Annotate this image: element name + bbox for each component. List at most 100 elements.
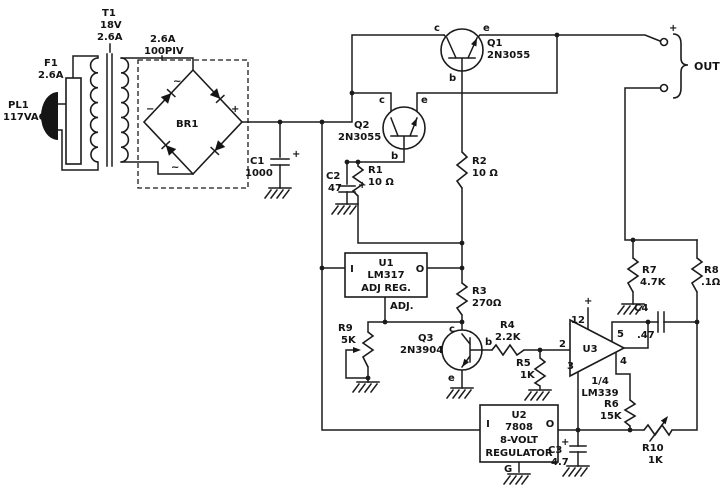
plug-pl1: PL1 117VAC <box>3 92 58 140</box>
cap-plates <box>338 185 356 193</box>
label-u1-ref: U1 <box>378 258 393 269</box>
label-r4-ref: R4 <box>500 320 515 331</box>
resistor-r6: R6 15K <box>600 399 637 427</box>
cap-c4: C4 .47 <box>634 303 665 341</box>
resistor-zigzag <box>533 357 547 387</box>
label-u2-pin-gnd: G <box>504 464 512 475</box>
transistor-q2: c e b Q2 2N3055 <box>338 95 428 162</box>
label-t1-voltage: 18V <box>100 20 122 31</box>
output-brace <box>672 33 689 99</box>
ground-icon <box>331 203 359 215</box>
label-u2-ref: U2 <box>511 410 526 421</box>
ground-icon <box>352 381 380 393</box>
label-r8-ref: R8 <box>704 265 719 276</box>
label-out-plus: + <box>669 23 677 34</box>
label-br1-current: 2.6A <box>150 34 176 45</box>
label-u1-desc: ADJ REG. <box>361 283 411 294</box>
transistor-q3: c b e Q3 2N3904 <box>400 324 492 399</box>
regulator-u1: U1 LM317 ADJ REG. I O ADJ. <box>344 252 428 312</box>
label-u2-pin-out: O <box>546 419 555 430</box>
resistor-r2: R2 10 Ω <box>455 151 498 189</box>
label-r7-value: 4.7K <box>640 277 667 288</box>
cap-plates <box>657 311 665 333</box>
cap-c1: C1 1000 + <box>245 149 300 199</box>
label-q1-e: e <box>483 23 490 34</box>
label-q2-ref: Q2 <box>354 120 370 131</box>
label-u3-part: LM339 <box>581 388 618 399</box>
cap-c2: C2 47 + <box>326 171 366 215</box>
junction-dots <box>277 32 700 433</box>
label-c4-ref: C4 <box>634 303 648 314</box>
label-u2-pin-in: I <box>486 419 490 430</box>
label-q2-c: c <box>379 95 385 106</box>
fuse-body <box>65 77 82 165</box>
label-br1-ref: BR1 <box>176 119 198 130</box>
u1-box <box>344 252 428 298</box>
plug-body <box>41 92 58 140</box>
label-r7-ref: R7 <box>642 265 657 276</box>
transistor-q1: c e b Q1 2N3055 <box>434 23 530 84</box>
label-c1-value: 1000 <box>245 168 273 179</box>
resistor-r3: R3 270Ω <box>455 282 502 316</box>
label-r3-ref: R3 <box>472 286 487 297</box>
ground-icon <box>264 187 292 199</box>
label-u3-pin5: 5 <box>617 329 624 340</box>
label-r4-value: 2.2K <box>495 332 522 343</box>
emitter-arrow-icon <box>462 358 470 367</box>
comparator-u3: U3 2 12 + 5 3 4 1/4 LM339 <box>559 296 627 399</box>
resistor-zigzag <box>361 331 375 368</box>
label-r2-value: 10 Ω <box>472 168 498 179</box>
label-q1-part: 2N3055 <box>487 50 530 61</box>
label-out: OUT <box>694 60 720 73</box>
secondary-winding <box>120 57 130 163</box>
out-minus-terminal <box>659 83 669 93</box>
label-q1-c: c <box>434 23 440 34</box>
label-c1-ref: C1 <box>250 156 264 167</box>
label-c3-plus: + <box>561 437 569 448</box>
resistor-r4: R4 2.2K <box>491 320 525 357</box>
label-q3-ref: Q3 <box>418 333 434 344</box>
label-c2-ref: C2 <box>326 171 340 182</box>
primary-winding <box>89 57 99 163</box>
label-pl1-ref: PL1 <box>8 100 29 111</box>
label-c2-value: 47 <box>328 183 342 194</box>
label-r1-ref: R1 <box>368 165 383 176</box>
label-u1-pin-in: I <box>350 264 354 275</box>
label-c4-value: .47 <box>637 330 655 341</box>
label-u3-pin4: 4 <box>620 356 627 367</box>
emitter-arrow-icon <box>411 118 417 127</box>
wiper-arrow-icon <box>353 347 361 353</box>
cap-plates <box>270 158 290 166</box>
label-u2-part: 7808 <box>505 422 533 433</box>
label-u2-desc2: REGULATOR <box>485 448 553 459</box>
label-q2-b: b <box>391 151 398 162</box>
label-r8-value: .1Ω <box>701 277 721 288</box>
potentiometer-r9: R9 5K <box>338 323 380 393</box>
label-f1-rating: 2.6A <box>38 70 64 81</box>
label-ac-tilde-bottom: ~ <box>171 162 179 173</box>
transformer-core <box>106 53 113 167</box>
resistor-zigzag <box>455 282 469 316</box>
fuse-f1: F1 2.6A <box>38 58 82 165</box>
label-q1-ref: Q1 <box>487 38 503 49</box>
ground-icon <box>503 473 531 485</box>
label-pl1-voltage: 117VAC <box>3 112 46 123</box>
label-ac-tilde-top: ~ <box>173 76 181 87</box>
label-r10-value: 1K <box>648 455 664 466</box>
ground-icon <box>524 389 552 401</box>
label-br1-minus: − <box>146 104 154 115</box>
opamp-triangle <box>569 318 626 378</box>
bridge-outline <box>137 59 249 189</box>
label-r5-value: 1K <box>520 370 536 381</box>
resistor-zigzag <box>690 257 704 293</box>
label-q1-b: b <box>449 73 456 84</box>
label-u1-part: LM317 <box>367 270 404 281</box>
label-u1-pin-out: O <box>416 264 425 275</box>
label-r9-value: 5K <box>341 335 357 346</box>
transformer-t1: T1 18V 2.6A <box>89 8 130 167</box>
label-q3-part: 2N3904 <box>400 345 443 356</box>
label-u3-pin3: 3 <box>567 361 574 372</box>
emitter-arrow-icon <box>471 38 477 47</box>
